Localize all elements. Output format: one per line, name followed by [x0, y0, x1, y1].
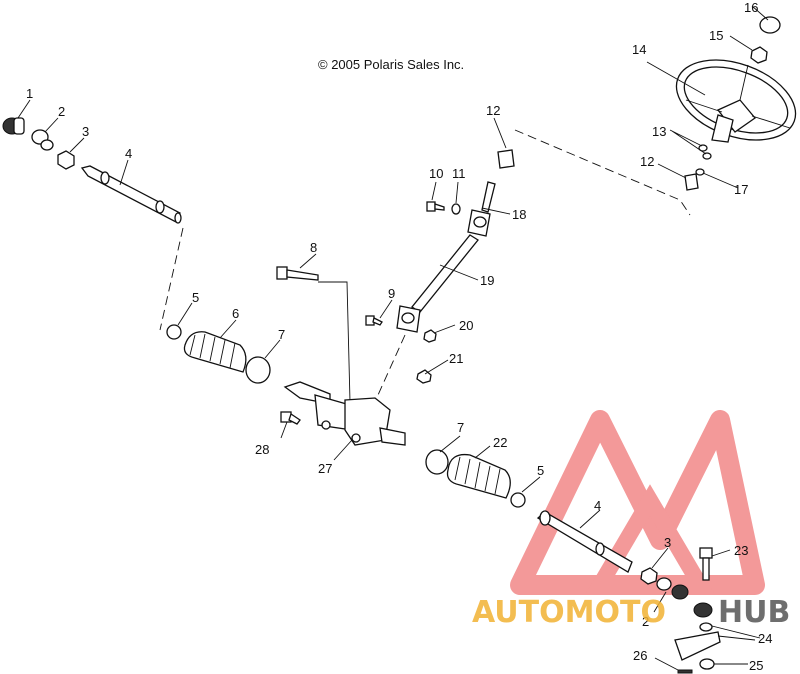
- inner-tie-rod-left: [80, 165, 182, 224]
- steering-wheel: [675, 59, 797, 143]
- callout-5-right: 5: [537, 463, 544, 478]
- tie-rod-end-left: [2, 117, 25, 135]
- upper-u-joint: [467, 181, 496, 237]
- bolt-short: [280, 411, 301, 425]
- bolt-long: [276, 266, 319, 281]
- callout-14: 14: [632, 42, 646, 57]
- clamp-left: [166, 324, 182, 340]
- callout-22: 22: [493, 435, 507, 450]
- callout-27: 27: [318, 461, 332, 476]
- callout-7: 7: [278, 327, 285, 342]
- jam-nut-left: [31, 129, 54, 151]
- alignment-line-column: [514, 129, 691, 216]
- callout-7-right: 7: [457, 420, 464, 435]
- callout-24: 24: [758, 631, 772, 646]
- nut-left: [57, 150, 75, 170]
- callout-18: 18: [512, 207, 526, 222]
- boot-left: [183, 331, 247, 373]
- callout-11: 11: [452, 166, 466, 181]
- callout-10: 10: [429, 166, 443, 181]
- bushing-right: [684, 173, 699, 191]
- clamp-large-right: [425, 449, 449, 475]
- leader-lines: [17, 5, 769, 671]
- callout-2: 2: [58, 104, 65, 119]
- clamp-large-left: [245, 356, 271, 384]
- bushing-upper: [497, 149, 515, 169]
- callout-2-right: 2: [642, 614, 649, 629]
- alignment-line-left: [159, 227, 184, 331]
- pin-26: [677, 669, 693, 674]
- callout-6: 6: [232, 306, 239, 321]
- watermark-text: AUTOMOTO HUB: [472, 595, 790, 630]
- callout-5: 5: [192, 290, 199, 305]
- callout-4-right: 4: [594, 498, 601, 513]
- bolt-23: [699, 547, 713, 581]
- callout-20: 20: [459, 318, 473, 333]
- callout-12-upper: 12: [486, 103, 500, 118]
- tie-rod-end-right: [671, 584, 689, 600]
- clamp-right: [510, 492, 526, 508]
- callout-17: 17: [734, 182, 748, 197]
- bracket-24: [674, 602, 721, 661]
- watermark-logo: [510, 410, 765, 595]
- callout-8: 8: [310, 240, 317, 255]
- callout-13: 13: [652, 124, 666, 139]
- callout-26: 26: [633, 648, 647, 663]
- callout-23: 23: [734, 543, 748, 558]
- lower-u-joint: [396, 305, 421, 333]
- nut-20: [423, 329, 437, 343]
- callout-25: 25: [749, 658, 763, 673]
- alignment-line-9: [377, 334, 406, 396]
- callout-1: 1: [26, 86, 33, 101]
- jam-nut-right: [656, 577, 672, 591]
- callout-15: 15: [709, 28, 723, 43]
- washers-13: [698, 144, 712, 160]
- callout-3-right: 3: [664, 535, 671, 550]
- watermark-text-dark: HUB: [718, 595, 790, 630]
- inner-tie-rod-right: [536, 510, 633, 573]
- washer-11: [451, 203, 461, 215]
- intermediate-shaft: [411, 234, 479, 313]
- alignment-line-bolt8: [318, 281, 351, 403]
- wheel-nut: [750, 46, 768, 64]
- copyright-text: © 2005 Polaris Sales Inc.: [318, 57, 464, 72]
- nut-21: [416, 369, 432, 384]
- steering-rack-housing: [283, 381, 406, 446]
- washer-17: [695, 168, 705, 176]
- callout-labels: 1 2 3 4 5 6 7 8 9 10 11 12 12 13 14 15 1…: [26, 0, 772, 673]
- callout-9: 9: [388, 286, 395, 301]
- watermark-text-colored: AUTOMOTO: [472, 595, 666, 630]
- callout-28: 28: [255, 442, 269, 457]
- callout-3: 3: [82, 124, 89, 139]
- boot-right: [446, 453, 511, 499]
- nut-25: [699, 658, 715, 670]
- u-joint-bolt: [426, 201, 445, 212]
- callout-16: 16: [744, 0, 758, 15]
- nut-right: [640, 567, 658, 585]
- callout-4: 4: [125, 146, 132, 161]
- callout-19: 19: [480, 273, 494, 288]
- callout-21: 21: [449, 351, 463, 366]
- center-cap: [759, 16, 781, 34]
- pinch-bolt: [365, 315, 383, 326]
- callout-12-right: 12: [640, 154, 654, 169]
